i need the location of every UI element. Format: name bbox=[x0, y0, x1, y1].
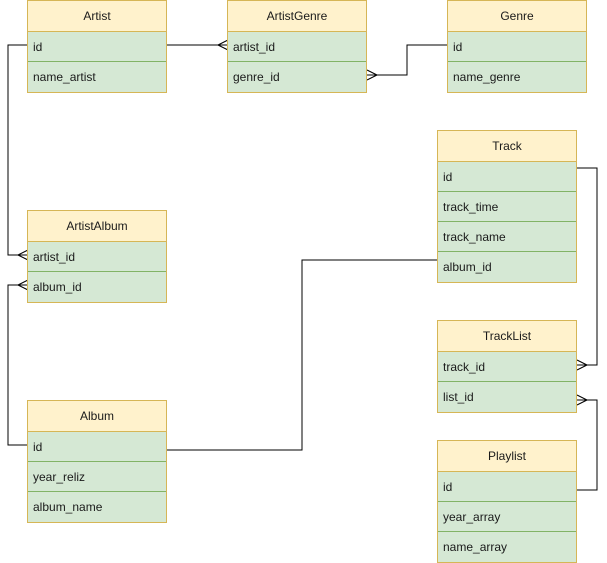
field-row: artist_id bbox=[228, 32, 366, 62]
relation-artist-artistalbum bbox=[7, 44, 28, 256]
crowfoot-tracklist-track bbox=[576, 359, 588, 371]
field-row: track_time bbox=[438, 192, 576, 222]
entity-artist-album[interactable]: ArtistAlbum artist_id album_id bbox=[27, 210, 167, 303]
entity-artist-genre[interactable]: ArtistGenre artist_id genre_id bbox=[227, 0, 367, 93]
field-row: track_id bbox=[438, 352, 576, 382]
relation-album-artistalbum bbox=[7, 284, 28, 446]
field-row: list_id bbox=[438, 382, 576, 412]
entity-album[interactable]: Album id year_reliz album_name bbox=[27, 400, 167, 523]
entity-title: Artist bbox=[28, 1, 166, 32]
field-row: year_reliz bbox=[28, 462, 166, 492]
field-row: id bbox=[448, 32, 586, 62]
crowfoot-artistgenre-genre bbox=[366, 69, 378, 81]
field-row: name_artist bbox=[28, 62, 166, 92]
field-row: album_id bbox=[28, 272, 166, 302]
field-row: artist_id bbox=[28, 242, 166, 272]
field-row: id bbox=[28, 32, 166, 62]
field-row: name_genre bbox=[448, 62, 586, 92]
relation-genre-artistgenre bbox=[367, 44, 448, 76]
entity-track[interactable]: Track id track_time track_name album_id bbox=[437, 130, 577, 283]
field-row: album_name bbox=[28, 492, 166, 522]
entity-genre[interactable]: Genre id name_genre bbox=[447, 0, 587, 93]
field-row: name_array bbox=[438, 532, 576, 562]
crowfoot-artistalbum-artist bbox=[17, 249, 29, 261]
entity-playlist[interactable]: Playlist id year_array name_array bbox=[437, 440, 577, 563]
entity-title: Track bbox=[438, 131, 576, 162]
field-row: id bbox=[438, 162, 576, 192]
relation-playlist-tracklist bbox=[577, 399, 598, 491]
crowfoot-tracklist-playlist bbox=[576, 394, 588, 406]
field-row: id bbox=[28, 432, 166, 462]
relation-track-tracklist bbox=[577, 167, 598, 366]
entity-artist[interactable]: Artist id name_artist bbox=[27, 0, 167, 93]
entity-title: ArtistGenre bbox=[228, 1, 366, 32]
entity-title: ArtistAlbum bbox=[28, 211, 166, 242]
relation-album-track bbox=[167, 259, 438, 451]
field-row: album_id bbox=[438, 252, 576, 282]
field-row: genre_id bbox=[228, 62, 366, 92]
crowfoot-artistalbum-album bbox=[17, 279, 29, 291]
entity-title: TrackList bbox=[438, 321, 576, 352]
entity-title: Album bbox=[28, 401, 166, 432]
entity-title: Playlist bbox=[438, 441, 576, 472]
field-row: track_name bbox=[438, 222, 576, 252]
crowfoot-artistgenre-artist bbox=[217, 39, 229, 51]
entity-title: Genre bbox=[448, 1, 586, 32]
field-row: year_array bbox=[438, 502, 576, 532]
entity-track-list[interactable]: TrackList track_id list_id bbox=[437, 320, 577, 413]
field-row: id bbox=[438, 472, 576, 502]
